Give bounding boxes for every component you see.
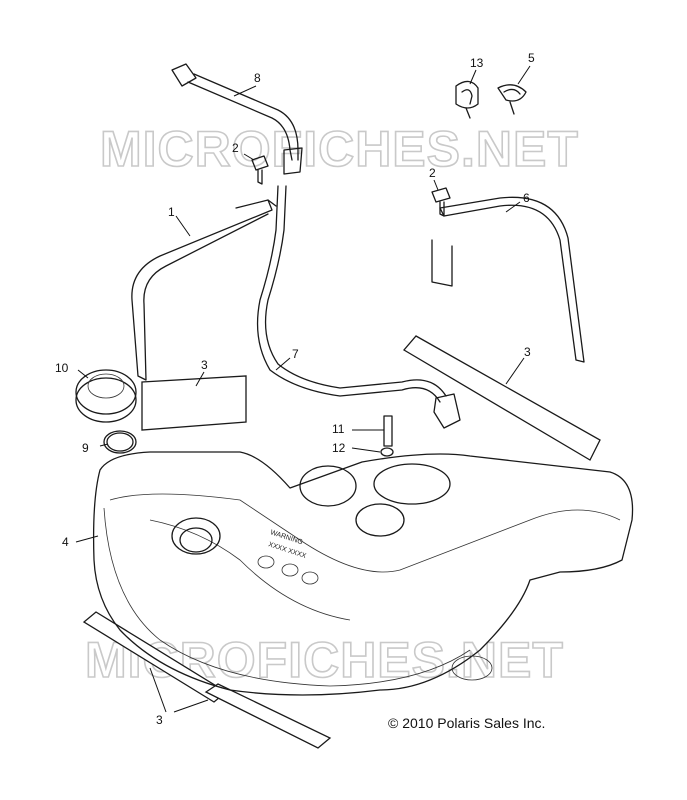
fuel-tank-part-4: WARNING XXXX XXXX [92,451,634,696]
callout-part-13: 13 [470,56,484,70]
callout-part-3-top-right: 3 [524,345,531,359]
callout-part-8: 8 [254,71,261,85]
callout-part-2-left: 2 [232,141,239,155]
callout-part-2-right: 2 [429,166,436,180]
vent-hose-part-8 [171,63,303,175]
callout-part-7: 7 [292,347,299,361]
fuel-line-part-7 [256,185,461,429]
bolt-part-2-left [251,155,269,185]
hose-part-11 [383,415,393,447]
watermark-bottom: MICROFICHES.NET [85,632,564,688]
callout-part-10: 10 [55,361,69,375]
clamp-part-5 [497,84,527,115]
callout-part-12: 12 [332,441,346,455]
strap-part-1 [131,199,277,381]
pad-part-3-top-left [141,375,247,431]
copyright-notice: © 2010 Polaris Sales Inc. [388,715,545,731]
callout-part-6: 6 [523,191,530,205]
bolt-part-2-right [431,187,451,217]
callout-part-3-top-left: 3 [201,358,208,372]
callout-part-9: 9 [82,441,89,455]
pad-part-3-top-right [403,335,601,461]
callout-part-4: 4 [62,535,69,549]
clamp-part-13 [455,80,479,119]
watermark-top: MICROFICHES.NET [100,121,579,177]
strap-part-6 [431,196,585,363]
o-ring-part-12 [380,447,394,457]
callout-part-3-bottom: 3 [156,713,163,727]
leader-lines [75,65,531,713]
pad-part-3-bottom-b [204,683,332,749]
callout-part-1: 1 [168,205,175,219]
callout-part-11: 11 [332,422,345,436]
gasket-part-9 [103,430,137,454]
fuel-cap-part-10 [75,369,137,423]
callout-part-5: 5 [528,51,535,65]
